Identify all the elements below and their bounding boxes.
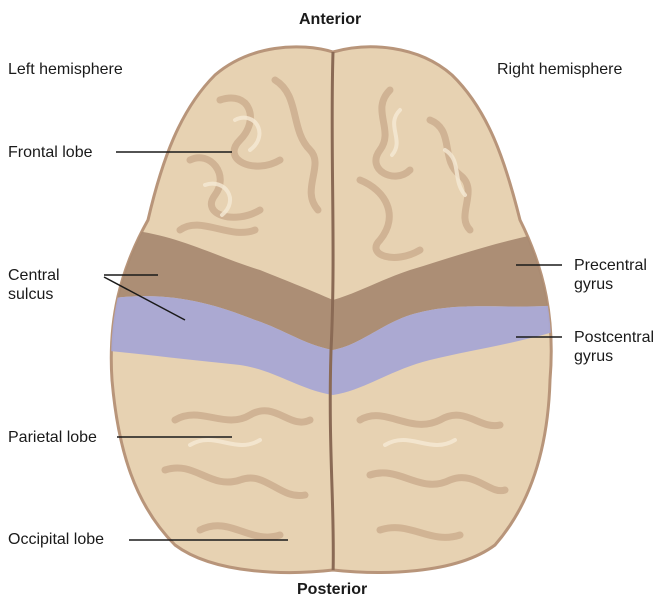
precentral-gyrus-label-line-2: gyrus [574,275,647,294]
parietal-lobe-label: Parietal lobe [8,428,97,447]
frontal-lobe-label: Frontal lobe [8,143,93,162]
precentral-gyrus-label: Precentral gyrus [574,256,647,294]
postcentral-gyrus-label-line-1: Postcentral [574,328,654,347]
central-sulcus-label: Central sulcus [8,266,60,304]
postcentral-gyrus-label: Postcentral gyrus [574,328,654,366]
precentral-gyrus-label-line-1: Precentral [574,256,647,275]
central-sulcus-label-line-1: Central [8,266,60,285]
right-hemisphere-label: Right hemisphere [497,60,622,79]
left-hemisphere-label: Left hemisphere [8,60,123,79]
central-sulcus-label-line-2: sulcus [8,285,60,304]
occipital-lobe-label: Occipital lobe [8,530,104,549]
posterior-label: Posterior [297,580,367,599]
postcentral-gyrus-label-line-2: gyrus [574,347,654,366]
anterior-label: Anterior [299,10,361,29]
